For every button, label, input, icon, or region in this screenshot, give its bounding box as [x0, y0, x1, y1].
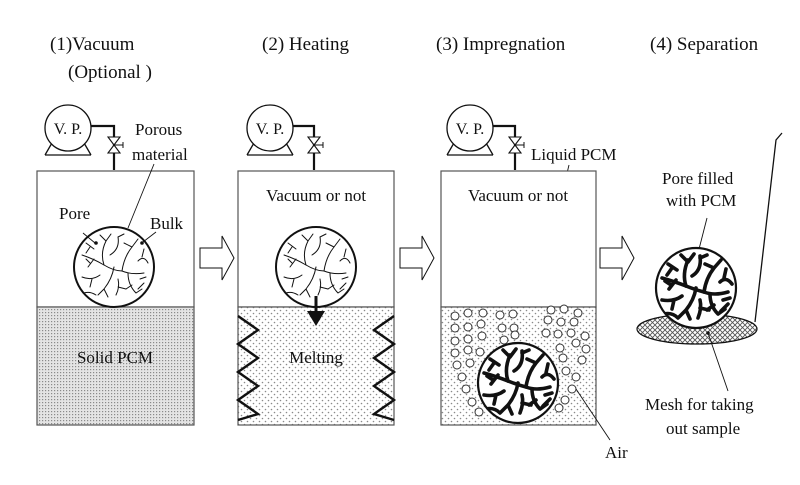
solid-pcm-label: Solid PCM — [77, 348, 153, 367]
air-bubble — [463, 322, 473, 332]
air-label: Air — [605, 443, 628, 462]
air-bubble — [477, 331, 487, 341]
air-bubble — [452, 360, 462, 370]
air-bubble — [571, 372, 581, 382]
porous-label: Porous — [135, 120, 182, 139]
step4-title: (4) Separation — [650, 34, 759, 55]
melting-label: Melting — [289, 348, 343, 367]
chamber-top — [36, 170, 195, 308]
step-heating: (2) Heating V. P. Vacuum or not Melting — [235, 34, 397, 426]
air-bubble — [476, 319, 486, 329]
air-bubble — [543, 315, 553, 325]
air-bubble — [450, 311, 460, 321]
mesh-handle — [754, 132, 783, 323]
chamber-top — [237, 170, 395, 308]
air-bubble — [546, 305, 556, 315]
step2-title: (2) Heating — [262, 34, 350, 55]
vacuum-or-not-label: Vacuum or not — [266, 186, 366, 205]
air-bubble — [478, 308, 488, 318]
air-bubble — [508, 309, 518, 319]
air-bubble — [467, 397, 477, 407]
process-arrow-icon — [599, 235, 635, 281]
air-bubble — [558, 353, 568, 363]
mesh-label: Mesh for taking — [645, 395, 754, 414]
air-bubble — [571, 338, 581, 348]
air-bubble — [555, 343, 565, 353]
air-bubble — [463, 334, 473, 344]
air-bubble — [573, 308, 583, 318]
process-arrow-icon — [399, 235, 435, 281]
chamber-top — [440, 170, 597, 308]
valve-icon — [306, 136, 324, 154]
pore-label: Pore — [59, 204, 90, 223]
filled-porous-particle — [654, 246, 738, 330]
pore-filled-label: Pore filled — [662, 169, 734, 188]
air-bubble — [450, 348, 460, 358]
porous-particle — [73, 226, 155, 308]
air-bubble — [561, 366, 571, 376]
air-bubble — [510, 330, 520, 340]
step3-title: (3) Impregnation — [436, 34, 566, 55]
air-bubble — [499, 335, 509, 345]
valve-icon — [507, 136, 525, 154]
air-bubble — [457, 372, 467, 382]
step-impregnation: (3) Impregnation V. P. Liquid PCM Vacuum… — [436, 34, 628, 462]
air-bubble — [566, 328, 576, 338]
air-bubble — [474, 407, 484, 417]
down-arrow-icon — [307, 296, 325, 326]
valve-icon — [106, 136, 124, 154]
air-bubble — [553, 329, 563, 339]
bulk-label: Bulk — [150, 214, 184, 233]
air-bubble — [569, 317, 579, 327]
vacuum-or-not-label: Vacuum or not — [468, 186, 568, 205]
out-sample-label: out sample — [666, 419, 740, 438]
air-bubble — [497, 323, 507, 333]
process-arrow-icon — [199, 235, 235, 281]
heater-coil-icon — [371, 315, 397, 422]
air-bubble — [567, 384, 577, 394]
air-bubble — [495, 310, 505, 320]
liquid-pcm-label: Liquid PCM — [531, 145, 617, 164]
air-bubble — [475, 347, 485, 357]
step1-subtitle: (Optional ) — [68, 62, 152, 83]
air-bubble — [580, 331, 590, 341]
pump-label: V. P. — [54, 121, 83, 138]
air-bubble — [581, 344, 591, 354]
air-bubble — [463, 345, 473, 355]
air-bubble — [461, 384, 471, 394]
heater-coil-icon — [235, 315, 261, 422]
air-bubble — [463, 308, 473, 318]
air-bubble — [450, 323, 460, 333]
with-pcm-label: with PCM — [666, 191, 736, 210]
solid-pcm-layer — [36, 306, 195, 426]
air-bubble — [577, 355, 587, 365]
material-label: material — [132, 145, 188, 164]
air-bubble — [559, 304, 569, 314]
air-bubble — [541, 328, 551, 338]
air-bubble — [554, 403, 564, 413]
air-bubble — [465, 358, 475, 368]
air-bubble — [560, 395, 570, 405]
step1-title: (1)Vacuum — [50, 34, 135, 55]
pump-label: V. P. — [256, 121, 285, 138]
pump-label: V. P. — [456, 121, 485, 138]
air-bubble — [450, 336, 460, 346]
air-bubble — [556, 317, 566, 327]
air-bubbles — [450, 304, 591, 417]
filled-porous-particle — [476, 341, 560, 425]
step-separation: (4) Separation Pore filled with PCM Mesh… — [636, 34, 783, 438]
step-vacuum: (1)Vacuum (Optional ) V. P. Solid PCM Po… — [36, 34, 195, 426]
